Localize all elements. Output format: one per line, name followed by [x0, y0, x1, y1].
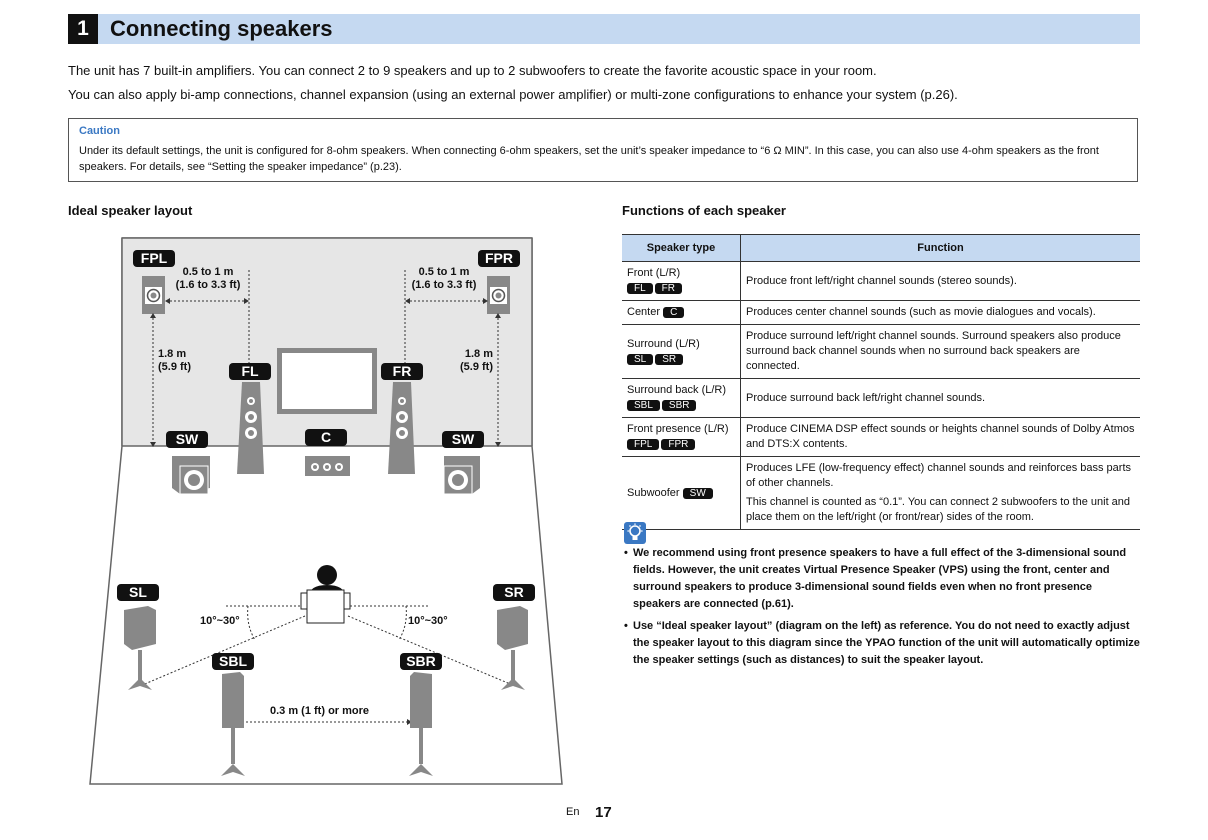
speaker-type-name: Front presence (L/R) [627, 423, 729, 435]
caution-body: Under its default settings, the unit is … [79, 145, 1099, 173]
sl-label: SL [117, 584, 159, 601]
angle-right: 10°~30° [408, 615, 448, 627]
function-cell: Produces center channel sounds (such as … [740, 300, 1140, 325]
page-title: Connecting speakers [110, 16, 333, 41]
col-header-type: Speaker type [622, 234, 741, 262]
footer-language: En [566, 806, 580, 818]
angle-left: 10°~30° [200, 615, 240, 627]
sr-speaker-icon [497, 606, 528, 690]
fpl-speaker-icon [142, 276, 165, 314]
fl-label: FL [229, 363, 271, 380]
table-row: Subwoofer SW Produces LFE (low-frequency… [622, 456, 1140, 530]
fl-speaker-icon [237, 382, 264, 474]
function-text: Produces LFE (low-frequency effect) chan… [746, 462, 1131, 489]
function-text: This channel is counted as “0.1”. You ca… [746, 496, 1131, 523]
speaker-badge: SR [655, 353, 684, 365]
subwoofer-left-icon [172, 456, 210, 495]
speaker-type-name: Center [627, 306, 661, 318]
speaker-badge: SW [682, 487, 713, 499]
fpl-label: FPL [133, 250, 175, 267]
fpr-speaker-icon [487, 276, 510, 314]
speaker-badge: FPR [661, 439, 696, 450]
caution-heading: Caution [79, 125, 120, 137]
speaker-type-name: Surround (L/R) [627, 337, 700, 350]
back-speaker-distance: 0.3 m (1 ft) or more [270, 705, 370, 717]
c-label: C [305, 429, 347, 446]
speaker-badge: FR [654, 283, 683, 294]
speaker-type-name: Surround back (L/R) [627, 384, 727, 396]
speaker-type-cell: Subwoofer SW [622, 456, 741, 530]
listener-icon [300, 565, 351, 624]
sl-speaker-icon [124, 606, 156, 690]
sw-right-label: SW [442, 431, 484, 448]
function-cell: Produce surround back left/right channel… [740, 378, 1140, 418]
fr-label: FR [381, 363, 423, 380]
section-header: 1 Connecting speakers [68, 14, 1140, 44]
speaker-badge: FPL [627, 439, 660, 450]
sbr-speaker-icon [409, 672, 433, 776]
col-header-function: Function [740, 234, 1140, 262]
room-drawing [89, 237, 563, 785]
subwoofer-right-icon [443, 456, 480, 495]
lightbulb-tip-icon [624, 522, 646, 544]
speaker-badge: SL [627, 353, 654, 365]
speaker-badge: SBR [661, 400, 697, 411]
center-speaker-icon [305, 456, 350, 476]
caution-box: Caution Under its default settings, the … [68, 118, 1138, 182]
layout-heading: Ideal speaker layout [68, 203, 193, 218]
speaker-type-name: Subwoofer [627, 486, 680, 499]
fr-speaker-icon [388, 382, 415, 474]
sr-label: SR [493, 584, 535, 601]
functions-heading: Functions of each speaker [622, 203, 786, 218]
speaker-badge: SBL [627, 400, 660, 411]
table-row: Center C Produces center channel sounds … [622, 300, 1140, 325]
fpr-label: FPR [478, 250, 520, 267]
front-presence-spacing-right: 0.5 to 1 m (1.6 to 3.3 ft) [411, 266, 477, 291]
page-number: 17 [595, 804, 612, 821]
height-left: 1.8 m (5.9 ft) [158, 348, 191, 373]
function-cell: Produce CINEMA DSP effect sounds or heig… [740, 417, 1140, 457]
function-cell: Produce front left/right channel sounds … [740, 261, 1140, 301]
section-number: 1 [68, 14, 98, 44]
table-header-row: Speaker type Function [622, 234, 1140, 262]
function-cell: Produces LFE (low-frequency effect) chan… [740, 456, 1140, 530]
speaker-type-name: Front (L/R) [627, 267, 681, 279]
sbl-speaker-icon [221, 672, 245, 776]
speaker-layout-diagram: FPL FPR FL FR C SW SW SL SR SBL SBR 0.5 … [0, 0, 580, 800]
speaker-badge: FL [627, 283, 653, 294]
height-right: 1.8 m (5.9 ft) [460, 348, 493, 373]
tip-item: Use “Ideal speaker layout” (diagram on t… [624, 618, 1142, 669]
speaker-badge: C [663, 307, 685, 318]
tv-icon [277, 348, 377, 414]
intro-line-1: The unit has 7 built-in amplifiers. You … [68, 63, 877, 78]
sbl-label: SBL [212, 653, 254, 670]
tip-item: We recommend using front presence speake… [624, 545, 1142, 613]
speaker-type-cell: Center C [622, 300, 741, 325]
sw-left-label: SW [166, 431, 208, 448]
front-presence-spacing-left: 0.5 to 1 m (1.6 to 3.3 ft) [175, 266, 241, 291]
tips-list: We recommend using front presence speake… [624, 545, 1142, 674]
intro-line-2: You can also apply bi-amp connections, c… [68, 87, 958, 102]
function-cell: Produce surround left/right channel soun… [740, 324, 1140, 379]
sbr-label: SBR [400, 653, 442, 670]
